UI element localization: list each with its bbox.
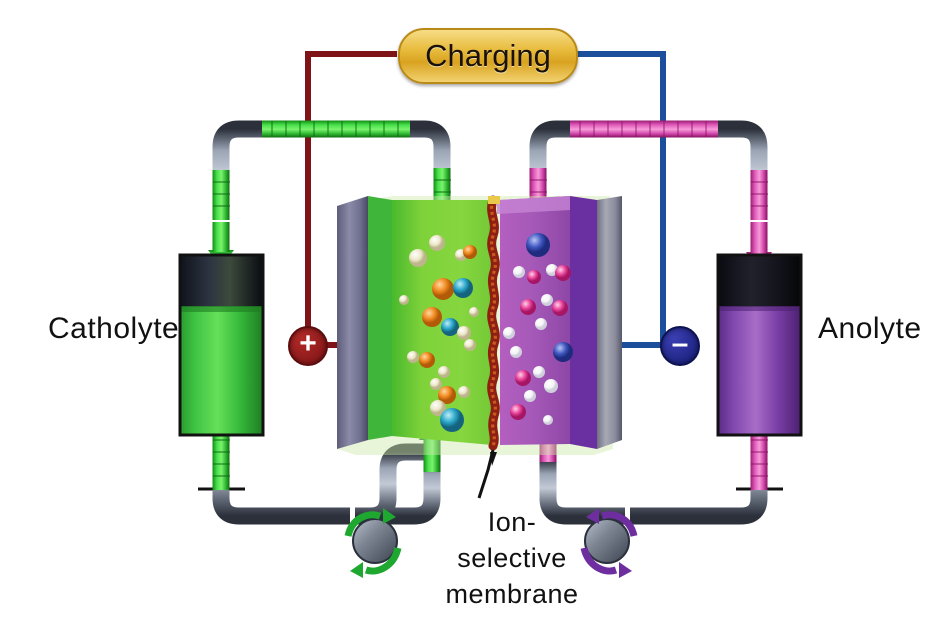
pump-rotation-arrow-upper: [344, 511, 382, 538]
positive-symbol: +: [299, 327, 317, 360]
negative-electrode: [597, 196, 622, 449]
catholyte-particles: [399, 235, 479, 432]
anolyte-label: Anolyte: [818, 312, 922, 345]
anolyte-tank: [716, 253, 803, 437]
catholyte-label: Catholyte: [48, 312, 180, 345]
membrane-label-line3: membrane: [445, 579, 579, 609]
negative-symbol: –: [671, 327, 689, 360]
membrane-leader-line: [477, 449, 497, 499]
positive-terminal-icon: +: [288, 326, 328, 366]
anolyte-pump: [580, 508, 638, 578]
catholyte-pump: [344, 508, 402, 578]
charging-label: Charging: [425, 38, 551, 73]
membrane-label-line1: Ion-: [487, 507, 537, 537]
membrane-label-group: Ion- selective membrane: [432, 504, 592, 612]
electrochemical-cell: [337, 195, 622, 455]
membrane-label-line2: selective: [457, 543, 567, 573]
anolyte-particles: [503, 233, 573, 425]
anolyte-piping: [529, 120, 783, 525]
negative-terminal-icon: –: [660, 326, 700, 366]
negative-wire: [574, 51, 666, 348]
catholyte-tank: [178, 253, 265, 437]
pump-rotation-arrow-upper: [600, 511, 638, 538]
positive-electrode: [337, 196, 368, 449]
charging-badge: Charging: [398, 28, 578, 84]
pump-rotation-arrow-lower: [364, 546, 402, 575]
pump-rotation-arrow-lower: [580, 546, 618, 575]
